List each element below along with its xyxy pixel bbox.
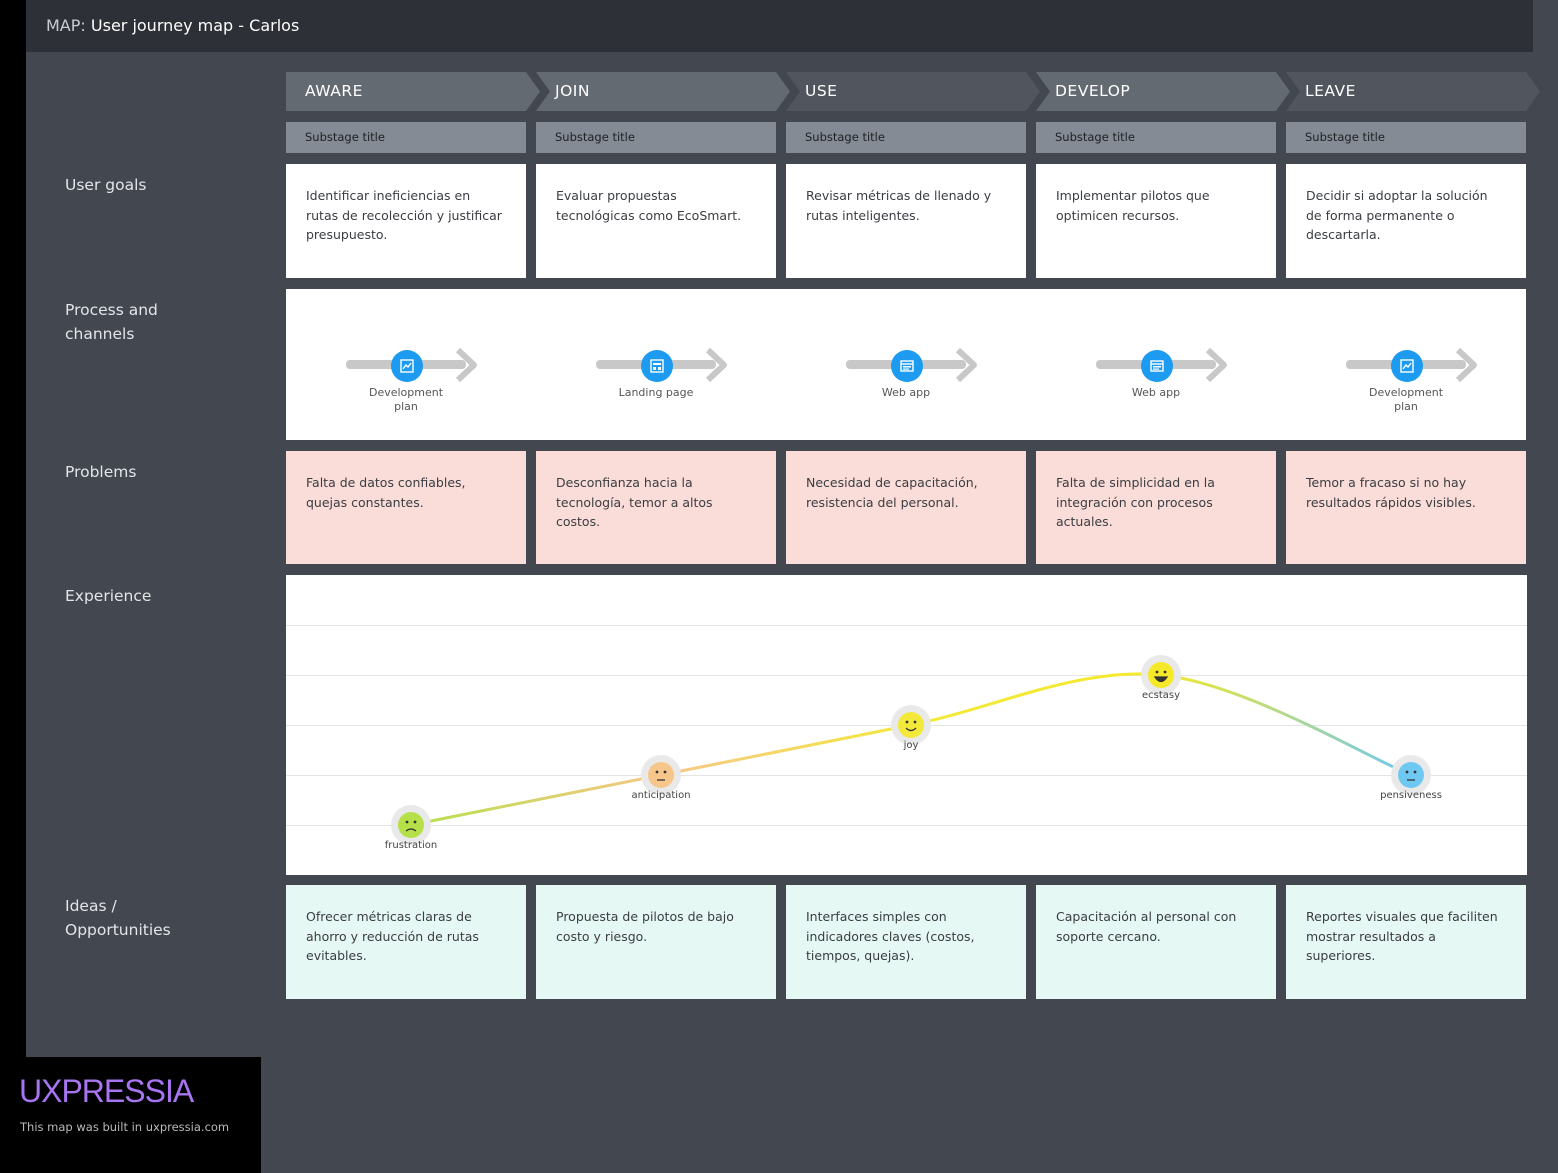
- goal-card[interactable]: Evaluar propuestas tecnológicas como Eco…: [536, 164, 776, 278]
- goal-card[interactable]: Decidir si adoptar la solución de forma …: [1286, 164, 1526, 278]
- channel-label: Landing page: [618, 386, 694, 399]
- row-label-ideas: Ideas / Opportunities: [65, 897, 171, 939]
- web-app-icon: [891, 350, 923, 382]
- process-step[interactable]: Development plan: [286, 289, 526, 440]
- channel-label: Web app: [1131, 386, 1181, 399]
- process-step[interactable]: Landing page: [536, 289, 776, 440]
- arrow-right-icon: [455, 347, 477, 383]
- goal-card[interactable]: Implementar pilotos que optimicen recurs…: [1036, 164, 1276, 278]
- substage-title[interactable]: Substage title: [286, 122, 526, 153]
- web-app-icon: [1141, 350, 1173, 382]
- emotion-label: anticipation: [631, 790, 691, 801]
- idea-card[interactable]: Propuesta de pilotos de bajo costo y rie…: [536, 885, 776, 999]
- row-label-experience: Experience: [65, 587, 152, 605]
- emotion-label: joy: [903, 740, 919, 751]
- process-step[interactable]: Web app: [786, 289, 1026, 440]
- process-channels-row: Development plan Landing page Web app We…: [286, 289, 1526, 440]
- problem-card[interactable]: Desconfianza hacia la tecnología, temor …: [536, 451, 776, 564]
- row-label-user-goals: User goals: [65, 176, 147, 194]
- stage-develop[interactable]: DEVELOP: [1036, 72, 1290, 111]
- map-title[interactable]: User journey map - Carlos: [90, 16, 300, 35]
- arrow-right-icon: [705, 347, 727, 383]
- row-label-process: Process and channels: [65, 301, 158, 343]
- built-with-text[interactable]: This map was built in uxpressia.com: [20, 1120, 230, 1134]
- grid-line: [286, 825, 1527, 826]
- arrow-right-icon: [1205, 347, 1227, 383]
- stage-use[interactable]: USE: [786, 72, 1040, 111]
- stage-aware[interactable]: AWARE: [286, 72, 540, 111]
- channel-label: Web app: [881, 386, 931, 399]
- grid-line: [286, 625, 1527, 626]
- substage-title[interactable]: Substage title: [536, 122, 776, 153]
- frustration-emoji-icon[interactable]: [391, 805, 431, 845]
- emotion-label: pensiveness: [1380, 790, 1442, 801]
- ecstasy-emoji-icon[interactable]: [1141, 655, 1181, 695]
- process-step[interactable]: Development plan: [1286, 289, 1526, 440]
- stage-leave[interactable]: LEAVE: [1286, 72, 1540, 111]
- chart-icon: [391, 350, 423, 382]
- goal-card[interactable]: Revisar métricas de llenado y rutas inte…: [786, 164, 1026, 278]
- idea-card[interactable]: Ofrecer métricas claras de ahorro y redu…: [286, 885, 526, 999]
- idea-card[interactable]: Capacitación al personal con soporte cer…: [1036, 885, 1276, 999]
- arrow-right-icon: [1455, 347, 1477, 383]
- channel-label: Development plan: [368, 386, 444, 413]
- emotion-label: frustration: [384, 840, 438, 851]
- grid-line: [286, 675, 1527, 676]
- problem-card[interactable]: Falta de simplicidad en la integración c…: [1036, 451, 1276, 564]
- joy-emoji-icon[interactable]: [891, 705, 931, 745]
- grid-line: [286, 775, 1527, 776]
- substage-title[interactable]: Substage title: [1036, 122, 1276, 153]
- arrow-right-icon: [955, 347, 977, 383]
- emotion-label: ecstasy: [1141, 690, 1181, 701]
- anticipation-emoji-icon[interactable]: [641, 755, 681, 795]
- problem-card[interactable]: Necesidad de capacitación, resistencia d…: [786, 451, 1026, 564]
- row-label-problems: Problems: [65, 463, 137, 481]
- map-title-prefix: MAP:: [46, 16, 86, 35]
- problem-card[interactable]: Falta de datos confiables, quejas consta…: [286, 451, 526, 564]
- map-title-bar: MAP: User journey map - Carlos: [26, 0, 1533, 52]
- idea-card[interactable]: Interfaces simples con indicadores clave…: [786, 885, 1026, 999]
- experience-graph: frustration anticipation joy ecstasy pensive…: [286, 575, 1527, 875]
- pensiveness-emoji-icon[interactable]: [1391, 755, 1431, 795]
- goal-card[interactable]: Identificar ineficiencias en rutas de re…: [286, 164, 526, 278]
- idea-card[interactable]: Reportes visuales que faciliten mostrar …: [1286, 885, 1526, 999]
- uxpressia-branding: UXPRESSIA This map was built in uxpressi…: [0, 1057, 261, 1173]
- substage-title[interactable]: Substage title: [786, 122, 1026, 153]
- channel-label: Development plan: [1368, 386, 1444, 413]
- process-step[interactable]: Web app: [1036, 289, 1276, 440]
- experience-curve-svg: [391, 655, 1431, 845]
- substage-title[interactable]: Substage title: [1286, 122, 1526, 153]
- stage-join[interactable]: JOIN: [536, 72, 790, 111]
- chart-icon: [1391, 350, 1423, 382]
- uxpressia-logo[interactable]: UXPRESSIA: [19, 1073, 194, 1109]
- problem-card[interactable]: Temor a fracaso si no hay resultados ráp…: [1286, 451, 1526, 564]
- landing-page-icon: [641, 350, 673, 382]
